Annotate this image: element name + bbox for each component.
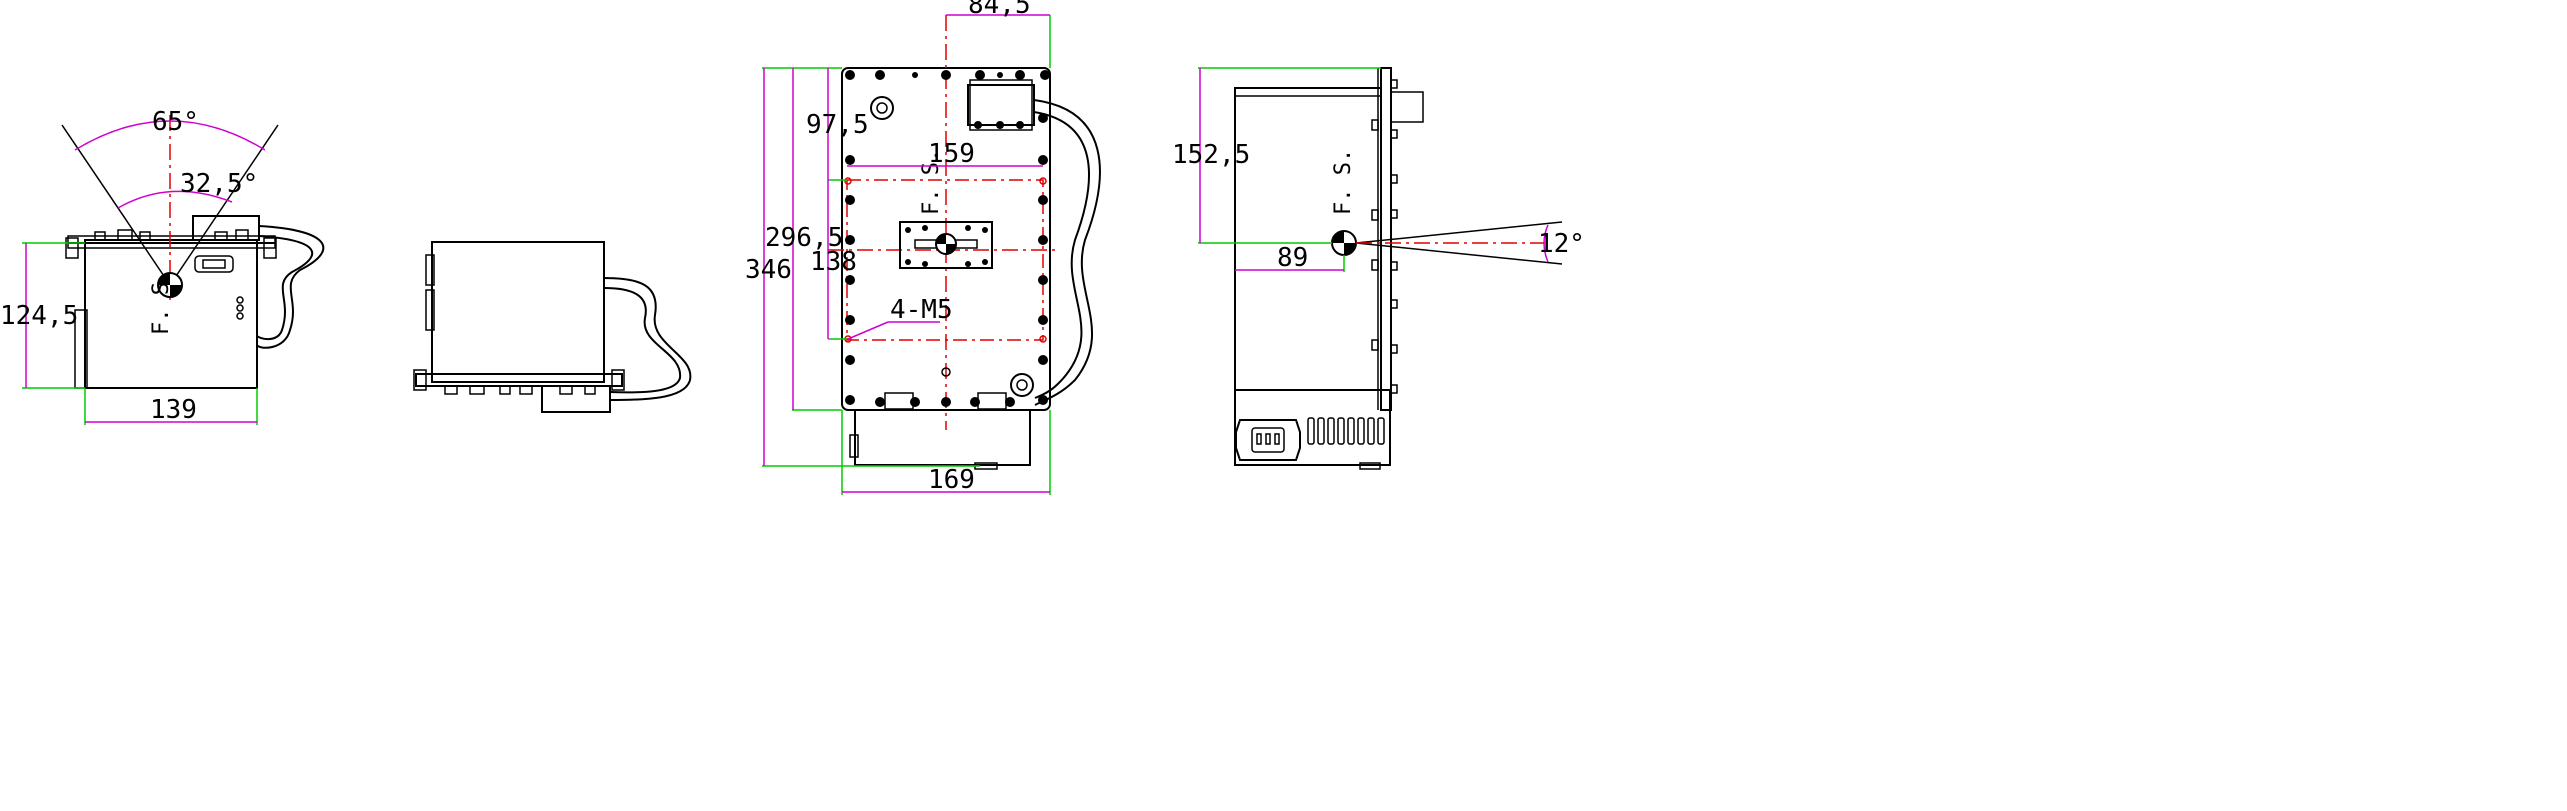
middle-bottom-details [444, 385, 596, 395]
power-inlet-icon [1235, 419, 1301, 461]
left-angle-inner-label: 32,5° [180, 169, 258, 199]
left-connector-icon [194, 255, 234, 273]
left-beam-line-a [61, 124, 171, 286]
vent-slots [1307, 417, 1385, 445]
front-window [899, 221, 993, 269]
right-focal-label: F. S. [1331, 149, 1356, 215]
right-height-dim-label: 152,5 [1172, 140, 1250, 170]
left-height-dim-label: 124,5 [0, 301, 78, 331]
right-lower-box [1234, 389, 1391, 466]
front-focal-symbol-icon [935, 233, 957, 255]
middle-flange [415, 373, 623, 387]
left-focal-symbol-icon [157, 272, 183, 298]
right-beam-line-b [1355, 242, 1563, 265]
right-beam-line-a [1355, 221, 1563, 244]
front-focal-label: F. S. [919, 149, 944, 215]
front-bottom-dim-label: 169 [928, 465, 975, 495]
front-height-dim-1-label: 296,5 [765, 223, 843, 253]
left-angle-arc-inner [117, 190, 233, 209]
front-top-box [967, 84, 1035, 126]
front-connectors [870, 96, 1034, 410]
left-body [84, 239, 258, 389]
front-offset-dim-label: 97,5 [806, 110, 869, 140]
right-view: F. S. 12° 152,5 89 [1172, 67, 1585, 470]
front-lower-box [854, 409, 1031, 466]
front-top-dim-label: 84,5 [968, 0, 1031, 20]
right-top-box [1390, 91, 1424, 123]
front-bolts [845, 70, 1050, 407]
front-mount-label: 4-M5 [890, 295, 953, 325]
left-angle-arc-outer [74, 120, 266, 151]
right-angle-arc [1543, 224, 1549, 263]
left-focal-label: F. S. [149, 269, 174, 335]
right-body [1234, 87, 1382, 391]
front-height-dim-2-label: 346 [745, 255, 792, 285]
left-view: 65° 32,5° F. S. 124,5 139 [0, 107, 325, 425]
front-inner-width-dim-label: 159 [928, 139, 975, 169]
right-angle-label: 12° [1538, 229, 1585, 259]
middle-view [413, 241, 692, 413]
left-angle-outer-label: 65° [152, 107, 199, 137]
middle-bottom-box [541, 385, 611, 413]
front-mount-pattern [846, 179, 1044, 341]
front-view: F. S. [745, 0, 1101, 495]
right-flange-studs [1371, 79, 1398, 394]
left-top-details [94, 229, 249, 241]
right-focal-symbol-icon [1331, 230, 1357, 256]
left-width-dim-label: 139 [150, 395, 197, 425]
front-window-bolts [905, 225, 988, 267]
left-beam-line-b [169, 124, 279, 286]
front-inner-height-dim-label: 138 [810, 247, 857, 277]
middle-body [431, 241, 605, 383]
right-depth-dim-label: 89 [1277, 243, 1308, 273]
